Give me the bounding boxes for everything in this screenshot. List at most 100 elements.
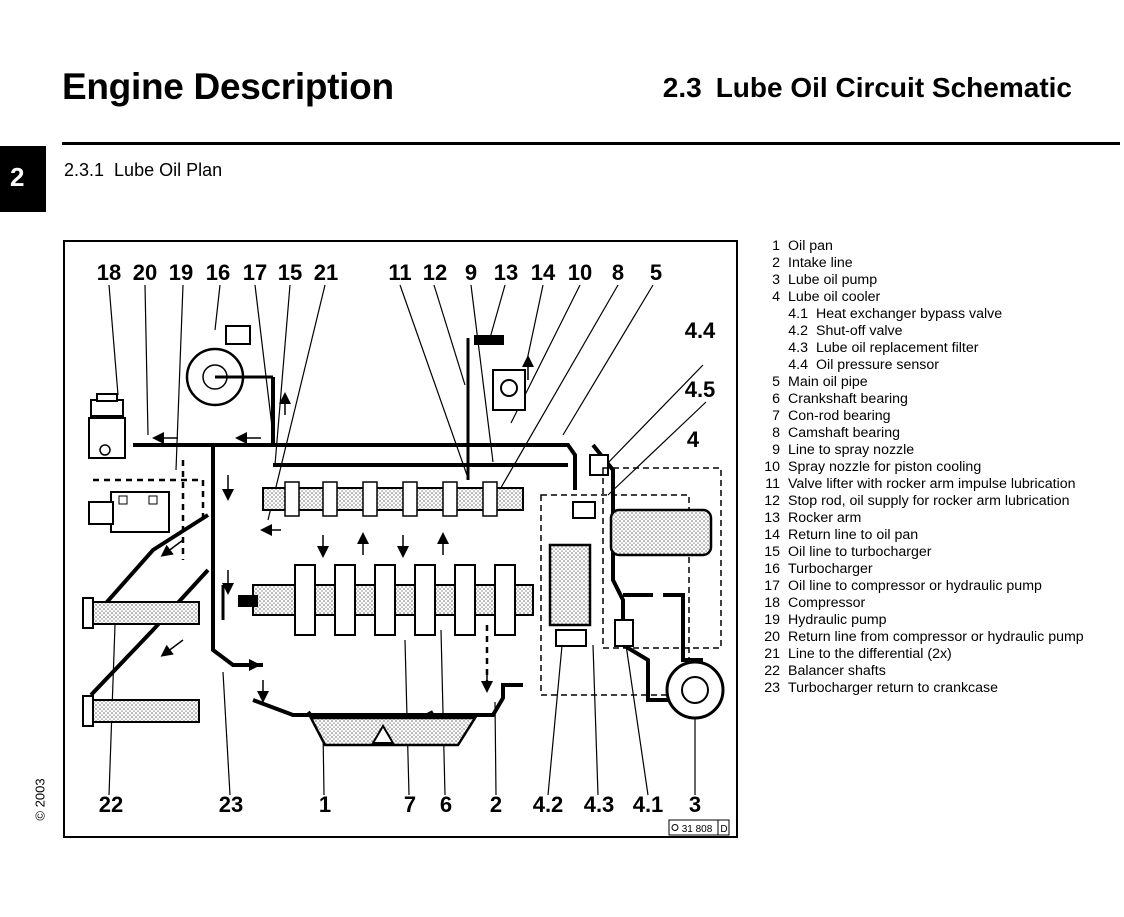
flow-arrows xyxy=(152,355,534,703)
turbocharger xyxy=(185,325,273,407)
legend-item-number: 15 xyxy=(764,544,780,560)
chapter-tab: 2 xyxy=(0,146,46,212)
subsection-title-text: Lube Oil Plan xyxy=(114,160,223,180)
legend-item-text: Balancer shafts xyxy=(788,663,886,679)
legend-item-number: 11 xyxy=(765,476,780,492)
legend-item-text: Hydraulic pump xyxy=(788,612,887,628)
copyright-text: © 2003 xyxy=(32,778,48,821)
label-16: 16 xyxy=(206,260,230,285)
figure-id: 31 808 D xyxy=(668,819,730,836)
legend-item-text: Turbocharger return to crankcase xyxy=(788,680,999,696)
legend-item-text: Main oil pipe xyxy=(788,374,868,390)
header-rule xyxy=(62,142,1120,145)
legend-item-text: Camshaft bearing xyxy=(788,425,900,441)
label-22: 22 xyxy=(99,792,123,817)
label-5: 5 xyxy=(650,260,662,285)
legend-item-text: Stop rod, oil supply for rocker arm lubr… xyxy=(788,493,1070,509)
label-20: 20 xyxy=(133,260,157,285)
legend-item-number: 4.4 xyxy=(788,357,808,373)
leader-lines xyxy=(108,284,707,796)
legend-item-text: Valve lifter with rocker arm impulse lub… xyxy=(788,476,1076,492)
label-7: 7 xyxy=(404,792,416,817)
legend-item: 4.3 Lube oil replacement filter xyxy=(762,340,1112,357)
balancer-shafts xyxy=(82,597,200,727)
label-15: 15 xyxy=(278,260,302,285)
legend-item-number: 1 xyxy=(772,238,780,254)
legend-item-text: Oil line to turbocharger xyxy=(788,544,932,560)
oil-pan xyxy=(308,716,478,747)
label-4-3: 4.3 xyxy=(584,792,615,817)
legend-item-text: Shut-off valve xyxy=(816,323,903,339)
oil-cooler xyxy=(602,467,722,649)
diagram-frame xyxy=(63,240,738,838)
label-11: 11 xyxy=(388,260,411,285)
legend-item-number: 4.3 xyxy=(788,340,808,356)
legend-item-number: 22 xyxy=(764,663,780,679)
legend-item-text: Line to spray nozzle xyxy=(788,442,915,458)
label-21: 21 xyxy=(314,260,338,285)
legend-item-text: Spray nozzle for piston cooling xyxy=(788,459,982,475)
section-title-text: Lube Oil Circuit Schematic xyxy=(715,72,1072,103)
doc-title: Engine Description xyxy=(62,66,394,107)
compressor xyxy=(88,393,126,459)
label-14: 14 xyxy=(531,260,556,285)
lube-oil-schematic: 18 20 19 16 17 15 21 11 12 9 13 14 10 8 … xyxy=(63,240,738,838)
legend-item-text: Rocker arm xyxy=(788,510,862,526)
crankshaft xyxy=(221,564,534,636)
legend-item: 5 Main oil pipe xyxy=(762,374,1112,391)
legend-item-number: 18 xyxy=(764,595,780,611)
legend-item-text: Lube oil pump xyxy=(788,272,878,288)
legend-item-number: 14 xyxy=(764,527,780,543)
legend-item-text: Oil pressure sensor xyxy=(816,357,940,373)
label-23: 23 xyxy=(219,792,243,817)
figure-id-text: 31 808 xyxy=(682,824,713,835)
figure-id-suffix: D xyxy=(720,824,727,835)
legend-item: 15 Oil line to turbocharger xyxy=(762,544,1112,561)
label-8: 8 xyxy=(612,260,624,285)
label-1: 1 xyxy=(319,792,331,817)
legend-item-number: 5 xyxy=(772,374,780,390)
legend-item-number: 12 xyxy=(764,493,780,509)
legend-item-number: 13 xyxy=(764,510,780,526)
legend-item-number: 4 xyxy=(772,289,780,305)
label-4-4: 4.4 xyxy=(685,318,716,343)
camshaft xyxy=(262,481,524,517)
oil-lines xyxy=(89,377,703,741)
label-4-1: 4.1 xyxy=(633,792,664,817)
valve-train xyxy=(466,335,526,480)
label-10: 10 xyxy=(568,260,592,285)
legend-item: 12 Stop rod, oil supply for rocker arm lu… xyxy=(762,493,1112,510)
legend-item-number: 7 xyxy=(772,408,780,424)
label-4: 4 xyxy=(687,427,700,452)
subsection-title: 2.3.1 Lube Oil Plan xyxy=(64,160,222,181)
legend-item-text: Crankshaft bearing xyxy=(788,391,908,407)
subsection-number: 2.3.1 xyxy=(64,160,105,180)
legend-item-text: Lube oil cooler xyxy=(788,289,881,305)
strainer-icon xyxy=(371,724,395,744)
legend-item: 22 Balancer shafts xyxy=(762,663,1112,680)
label-17: 17 xyxy=(243,260,267,285)
copyright: © 2003 xyxy=(30,770,48,830)
legend-item-number: 2 xyxy=(772,255,780,271)
legend-item-number: 6 xyxy=(772,391,780,407)
legend-item-number: 17 xyxy=(764,578,780,594)
legend-item-number: 4.1 xyxy=(788,306,808,322)
lube-oil-diagram: 18 20 19 16 17 15 21 11 12 9 13 14 10 8 … xyxy=(63,240,738,838)
label-2: 2 xyxy=(490,792,502,817)
label-9: 9 xyxy=(465,260,477,285)
legend-item-text: Return line from compressor or hydraulic… xyxy=(788,629,1084,645)
hydraulic-pump xyxy=(88,491,170,533)
legend-item-text: Con-rod bearing xyxy=(788,408,891,424)
legend-item-text: Lube oil replacement filter xyxy=(816,340,979,356)
